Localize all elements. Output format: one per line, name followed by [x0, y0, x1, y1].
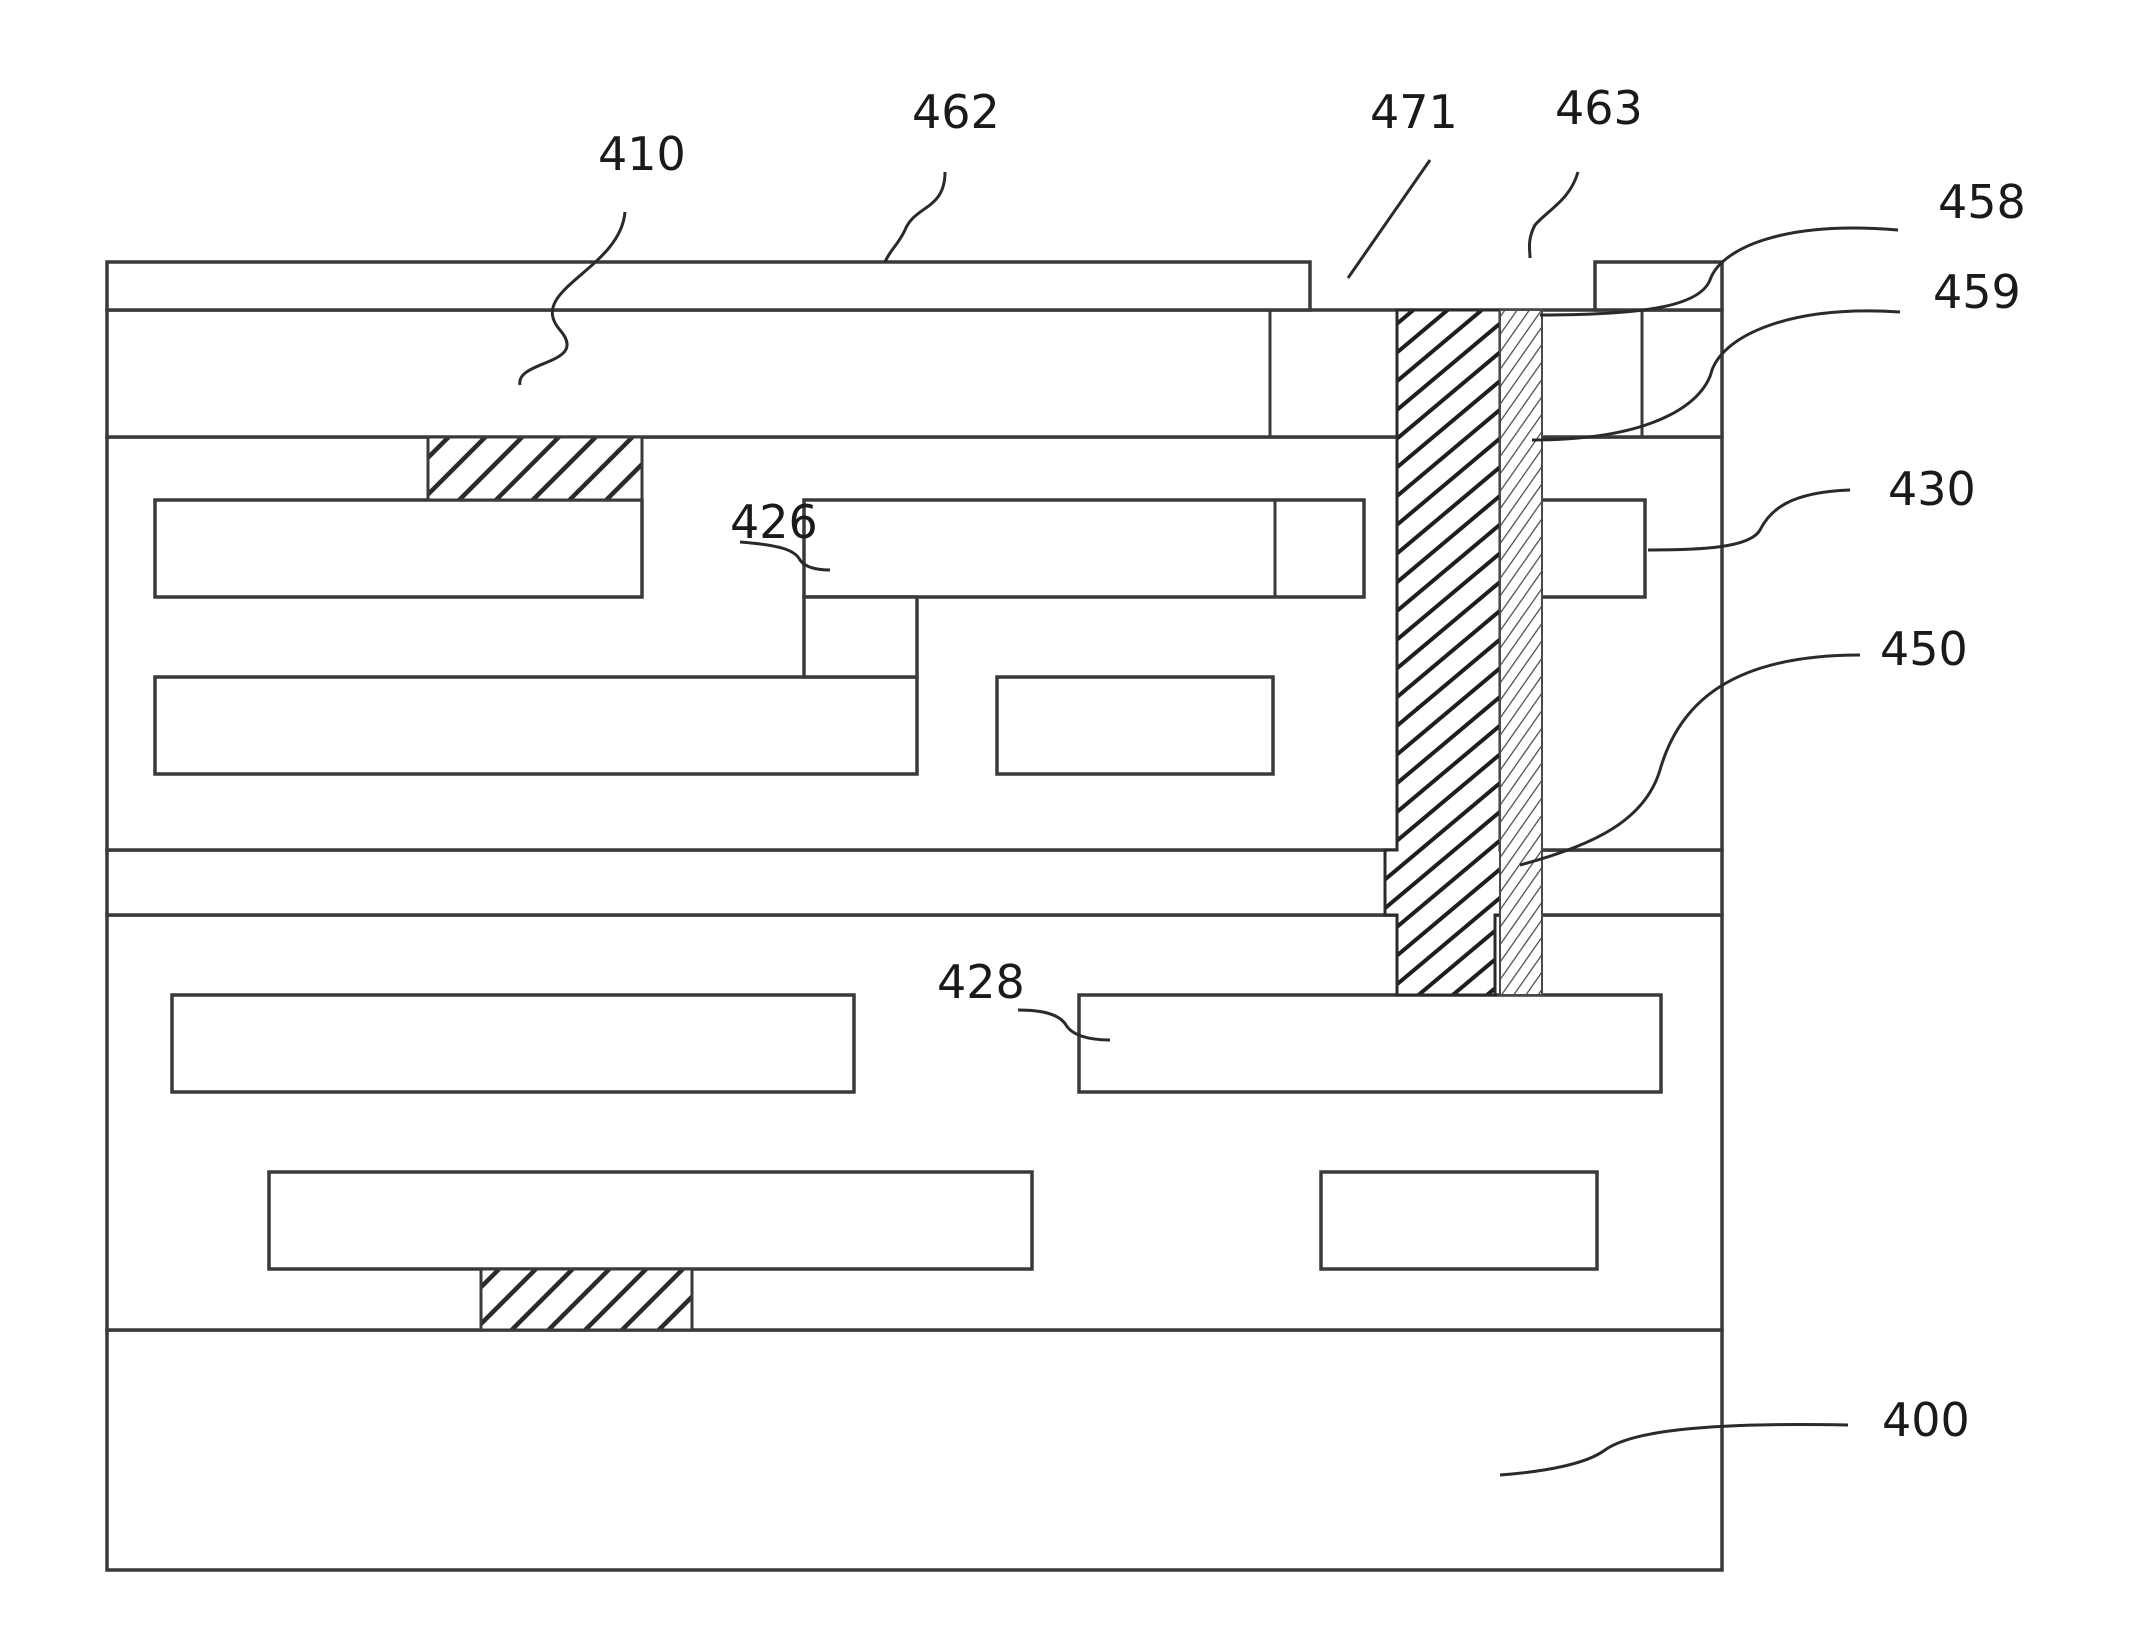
label-430: 430: [1888, 462, 1976, 516]
metal-line-426: [804, 500, 1364, 597]
label-410: 410: [598, 127, 686, 181]
metal-line-428: [1079, 995, 1661, 1092]
label-428: 428: [937, 955, 1025, 1009]
metal-line-bottom-right: [1321, 1172, 1597, 1269]
metal-line-lower-left: [172, 995, 854, 1092]
hatched-contact-upper: [428, 437, 642, 500]
label-450: 450: [1880, 622, 1968, 676]
label-471: 471: [1370, 85, 1458, 139]
via-liner: [1500, 310, 1542, 995]
substrate-layer: [107, 1330, 1722, 1570]
metal-line-mid-left: [155, 677, 917, 774]
leader-471: [1348, 160, 1430, 278]
via-connector: [804, 597, 917, 677]
label-426: 426: [730, 495, 818, 549]
label-463: 463: [1555, 81, 1643, 135]
label-400: 400: [1882, 1393, 1970, 1447]
metal-line-upper-left: [155, 500, 642, 597]
hatched-contact-lower: [481, 1269, 692, 1330]
metal-line-bottom-left: [269, 1172, 1032, 1269]
label-462: 462: [912, 85, 1000, 139]
label-458: 458: [1938, 175, 2026, 229]
leader-463: [1529, 172, 1578, 258]
metal-line-mid-right: [997, 677, 1273, 774]
top-layer-right: [1595, 262, 1722, 310]
through-via-conductor: [1385, 310, 1510, 995]
top-layer-left: [107, 262, 1310, 310]
metal-line-430: [1535, 500, 1645, 597]
leader-462: [885, 172, 945, 262]
label-459: 459: [1933, 265, 2021, 319]
